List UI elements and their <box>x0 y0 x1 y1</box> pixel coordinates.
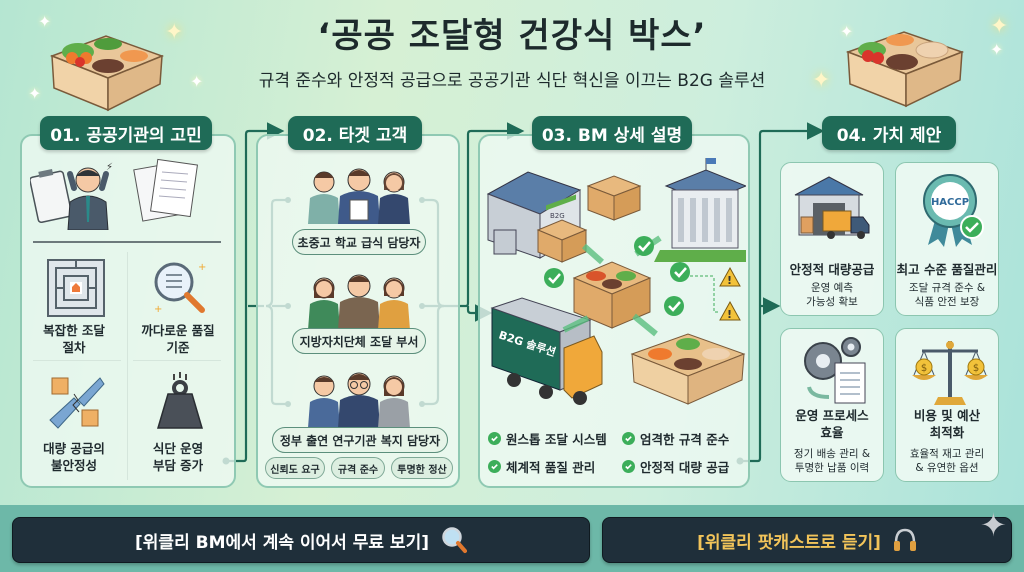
lunchbox-illustration-right <box>842 20 970 108</box>
page-subtitle: 규격 준수와 안정적 공급으로 공공기관 식단 혁신을 이끄는 B2G 솔루션 <box>258 71 766 91</box>
check-circle-icon <box>622 460 635 473</box>
sparkle-icon: ✦ <box>165 20 184 45</box>
sparkle-icon: ✦ <box>990 40 1004 59</box>
weight-icon <box>150 372 210 432</box>
balance-scale-icon: $ $ <box>912 341 988 405</box>
check-circle-icon <box>488 432 501 445</box>
haccp-badge-icon: HACCP <box>923 174 984 247</box>
lunchbox-illustration-left <box>42 22 170 112</box>
cta-read-more-button[interactable]: [위클리 BM에서 계속 이어서 무료 보기] <box>12 517 590 563</box>
svg-text:$: $ <box>921 363 927 374</box>
tag-chip: 투명한 정산 <box>391 457 453 479</box>
sparkle-icon: ✦ <box>980 506 1007 544</box>
value-card-cost: $ $ 비용 및 예산 최적화 효율적 재고 관리 & 유연한 옵션 <box>895 328 999 482</box>
grid-divider <box>133 360 221 361</box>
local-gov-staff-illustration <box>294 272 424 330</box>
headphones-icon <box>893 528 916 551</box>
sparkle-icon: ✦ <box>38 12 52 31</box>
cta-podcast-button[interactable]: [위클리 팟캐스트로 듣기] <box>602 517 1012 563</box>
svg-text:!: ! <box>727 274 732 287</box>
school-staff-illustration <box>294 166 424 224</box>
sparkle-icon: ✦ <box>28 84 42 103</box>
svg-text:HACCP: HACCP <box>931 197 969 208</box>
magnifier-icon <box>442 527 467 553</box>
research-institute-staff-illustration <box>294 370 424 428</box>
sparkle-icon: ✦ <box>990 14 1009 39</box>
maze-icon <box>46 258 106 318</box>
tag-chip: 신뢰도 요구 <box>265 457 325 479</box>
sparkle-icon: ✦ <box>190 72 204 91</box>
magnifier-checklist-icon: + + <box>150 258 210 318</box>
svg-text:+: + <box>198 262 206 273</box>
feature-item: 엄격한 규격 준수 <box>622 429 729 448</box>
svg-text:!: ! <box>727 308 732 321</box>
sparkle-icon: ✦ <box>840 22 854 41</box>
feature-item: 안정적 대량 공급 <box>622 457 729 476</box>
section-header-value: 04. 가치 제안 <box>822 116 956 150</box>
feature-item: 원스톱 조달 시스템 <box>488 429 607 448</box>
svg-text:⚡: ⚡ <box>106 162 113 173</box>
check-circle-icon <box>488 460 501 473</box>
value-card-process: 운영 프로세스 효율 정기 배송 관리 & 투명한 납품 이력 <box>780 328 884 482</box>
gears-document-icon <box>804 337 866 404</box>
target-customer-label: 정부 출연 연구기관 복지 담당자 <box>272 427 448 453</box>
check-circle-icon <box>622 432 635 445</box>
target-customer-label: 지방자치단체 조달 부서 <box>292 328 426 354</box>
svg-text:+: + <box>154 304 162 315</box>
divider <box>33 241 221 243</box>
warehouse-truck-icon <box>794 176 870 239</box>
target-customer-label: 초중고 학교 급식 담당자 <box>292 229 426 255</box>
feature-item: 체계적 품질 관리 <box>488 457 595 476</box>
section-header-bm: 03. BM 상세 설명 <box>532 116 692 150</box>
grid-divider <box>127 252 128 480</box>
sparkle-icon: ✦ <box>812 68 831 93</box>
page-title: ‘공공 조달형 건강식 박스’ <box>317 16 707 56</box>
grid-divider <box>33 360 121 361</box>
value-card-stable-supply: 안정적 대량공급 운영 예측 가능성 확보 <box>780 162 884 316</box>
svg-text:$: $ <box>973 363 979 374</box>
value-card-quality: HACCP 최고 수준 품질관리 조달 규격 준수 & 식품 안전 보장 <box>895 162 999 316</box>
tag-chip: 규격 준수 <box>331 457 385 479</box>
svg-text:B2G: B2G <box>550 212 565 220</box>
stressed-official-illustration: ⚡ <box>29 158 220 231</box>
section-header-concerns: 01. 공공기관의 고민 <box>40 116 212 150</box>
supply-chain-illustration: B2G B2G 솔루션 <box>484 158 748 414</box>
broken-puzzle-icon <box>46 372 106 432</box>
section-header-target: 02. 타겟 고객 <box>288 116 422 150</box>
